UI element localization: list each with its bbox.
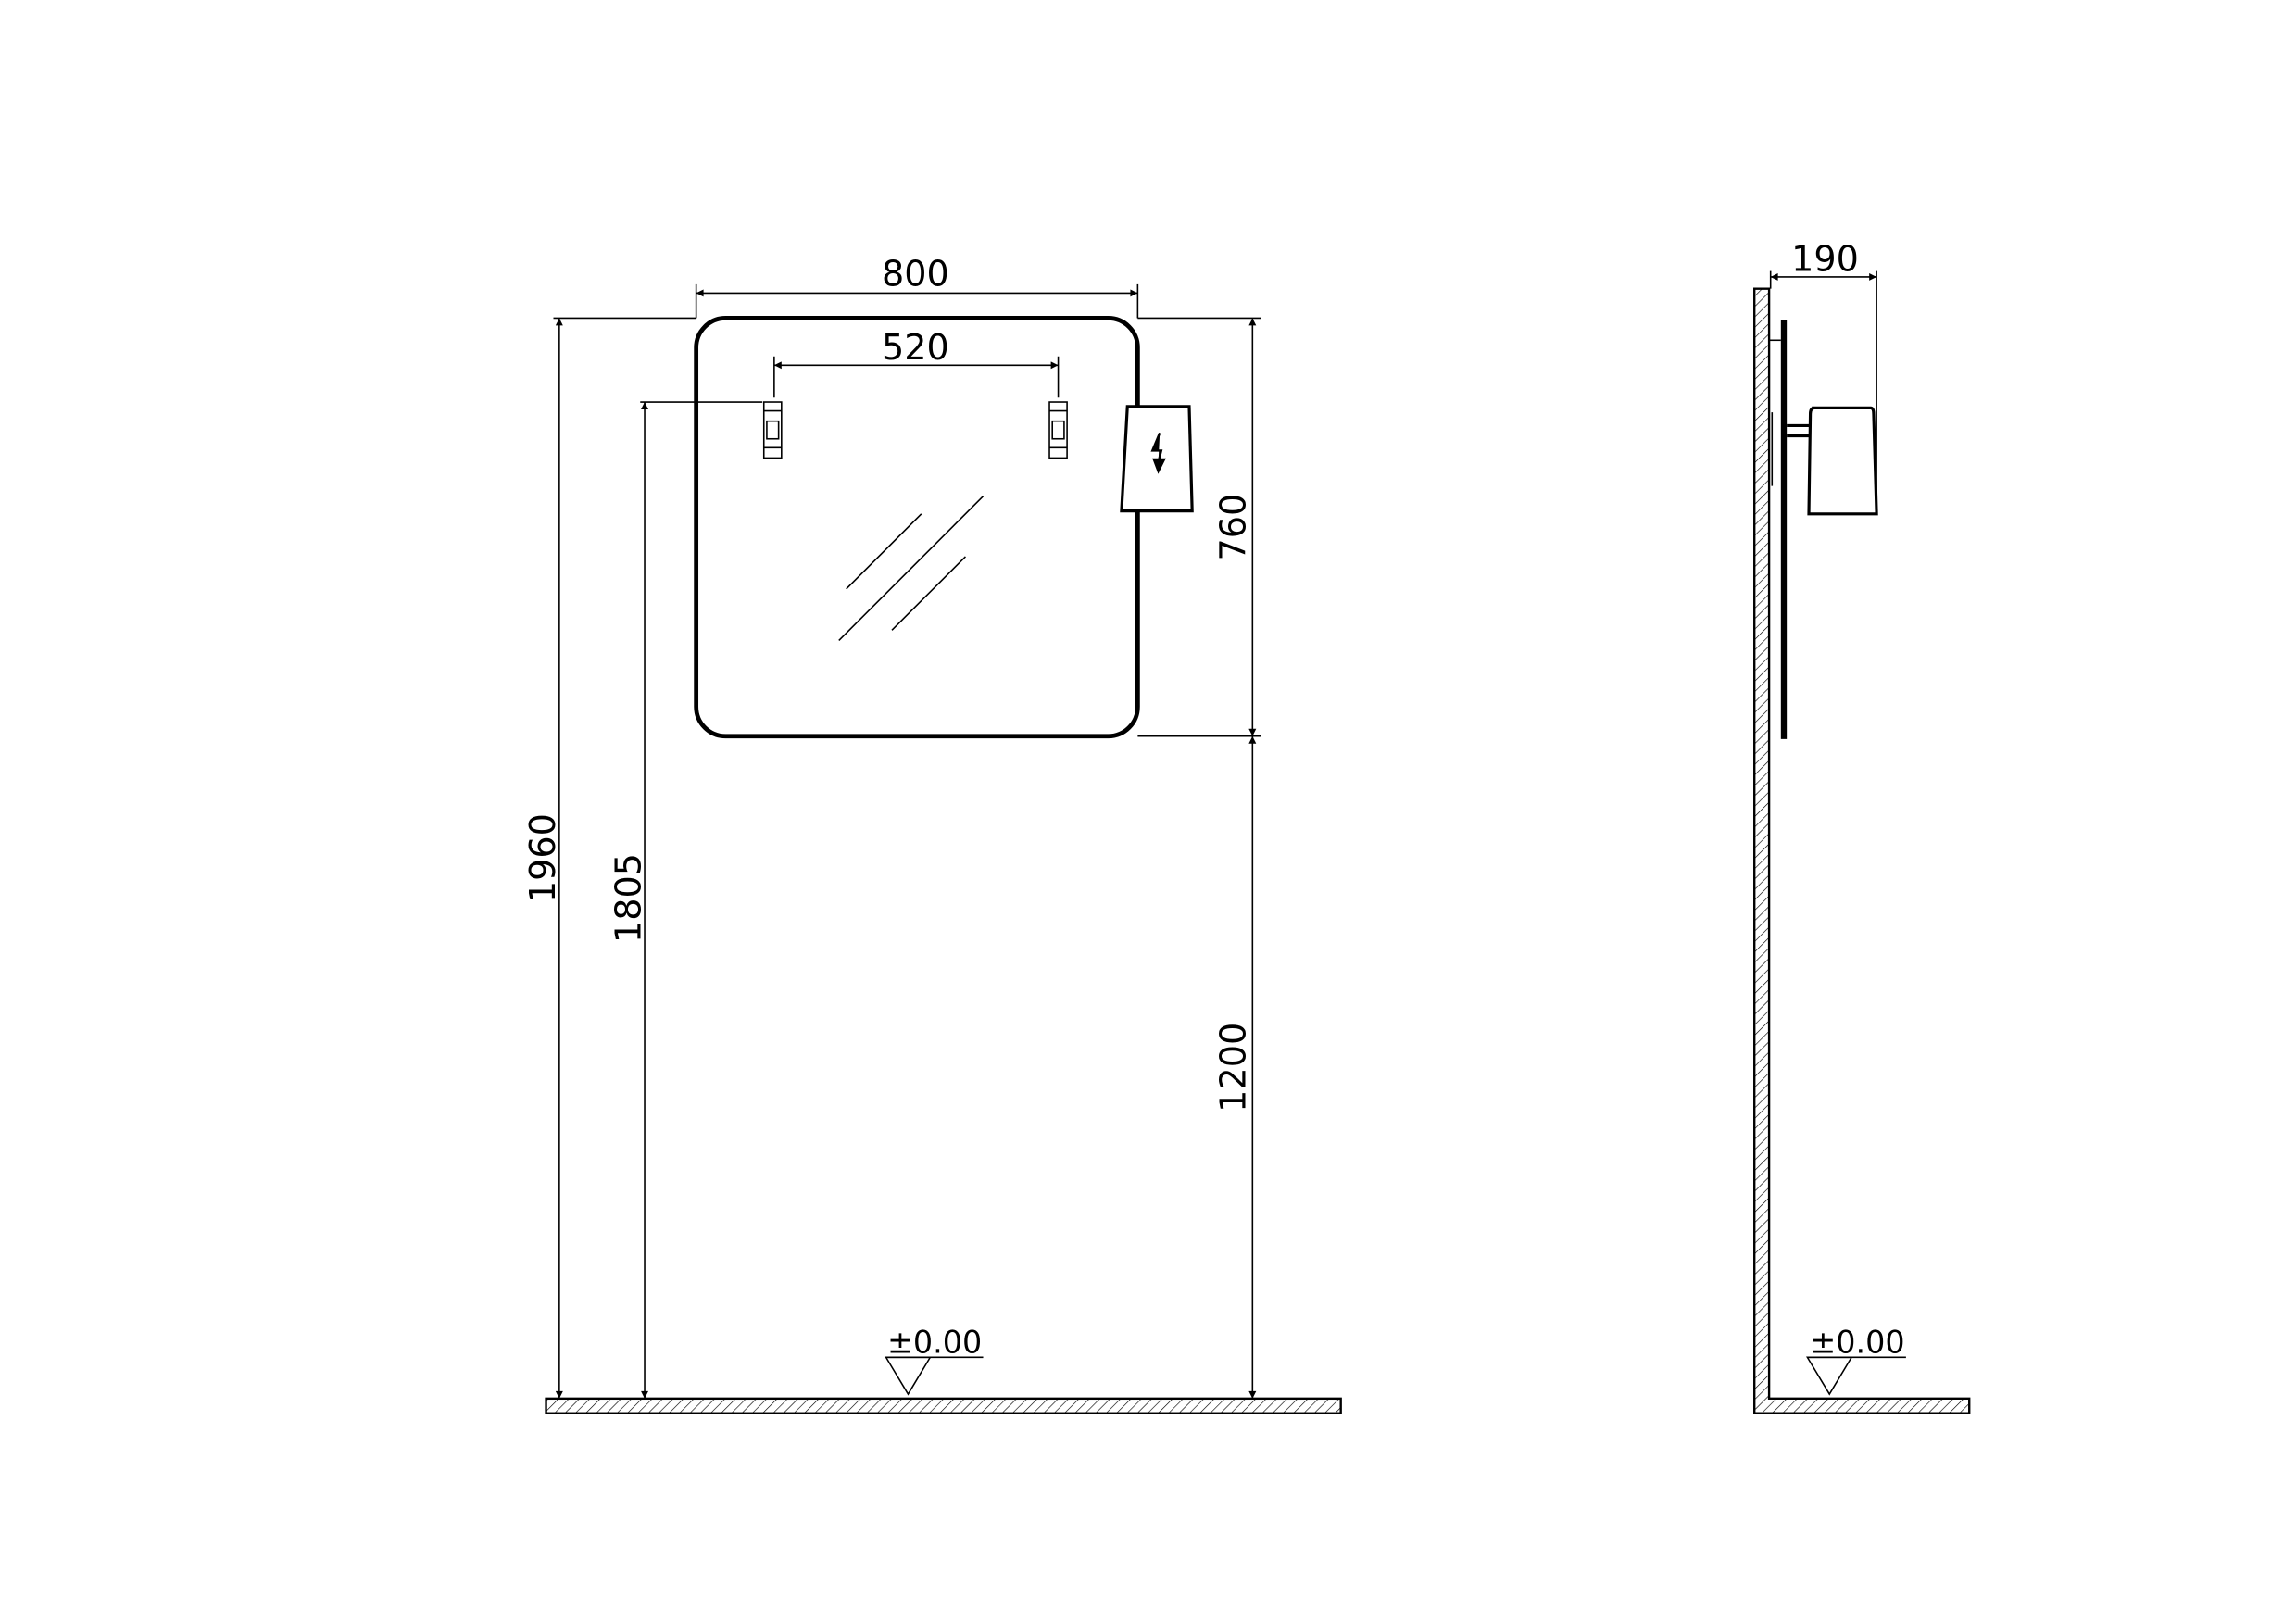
hanging-bracket-right [1048, 401, 1068, 459]
dimension-label: 1805 [608, 853, 648, 943]
lightning-bolt-icon [1150, 432, 1166, 474]
dimension-bracket-height: 1805 [608, 401, 763, 1399]
lamp-arm [1787, 423, 1811, 438]
floor-level-label: ±0.00 [887, 1325, 982, 1361]
dimension-mirror-width: 800 [695, 253, 1139, 319]
dimension-label: 190 [1791, 239, 1859, 280]
dimension-label: 1960 [522, 813, 563, 903]
wall [1753, 287, 1971, 1414]
floor [545, 1397, 1342, 1414]
dimension-label: 520 [882, 327, 949, 368]
front-view: 800 520 1960 1805 760 [522, 253, 1342, 1414]
dimension-label: 800 [882, 253, 949, 294]
floor-level-marker: ±0.00 [885, 1325, 984, 1396]
floor-level-label: ±0.00 [1810, 1325, 1904, 1361]
dimension-total-height: 1960 [522, 317, 696, 1399]
dimension-label: 760 [1212, 494, 1253, 561]
lamp-side [1807, 406, 1878, 516]
dimension-bracket-spacing: 520 [773, 327, 1060, 398]
mirror-reflection-lines [838, 496, 985, 642]
floor-level-marker: ±0.00 [1806, 1325, 1906, 1396]
dimension-depth: 190 [1769, 239, 1877, 514]
dimension-mirror-height: 760 [1137, 317, 1261, 737]
dimension-mirror-bottom-height: 1200 [1212, 735, 1257, 1399]
side-view: 190 ±0.00 [1753, 239, 1971, 1414]
hanging-bracket-left [762, 401, 783, 459]
dimension-label: 1200 [1212, 1023, 1253, 1112]
mirror [694, 316, 1140, 739]
